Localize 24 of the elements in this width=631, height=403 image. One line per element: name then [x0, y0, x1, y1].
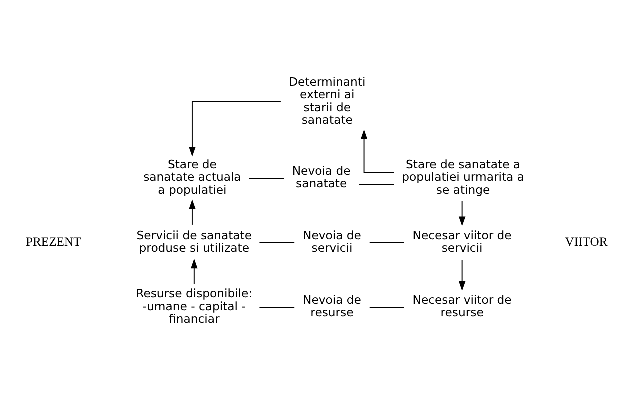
connector	[369, 307, 405, 308]
arrow	[189, 102, 282, 157]
node-text: Servicii de sanatate produse si utilizate	[136, 228, 252, 256]
node-text: Nevoia de resurse	[303, 293, 362, 320]
node-text: Stare de sanatate a populatiei urmarita a se atinge	[402, 158, 524, 197]
connector	[369, 242, 405, 244]
node-text: Resurse disponibile: -umane - capital - financiar	[136, 286, 253, 326]
node-text: Necesar viitor de servicii	[412, 228, 512, 256]
node-text: Nevoia de servicii	[303, 228, 362, 256]
arrow	[458, 260, 466, 292]
node-text: Determinanti externi ai starii de sanatate	[289, 75, 366, 127]
arrow	[458, 200, 466, 226]
connector	[259, 307, 296, 308]
connector	[358, 184, 395, 185]
connector	[248, 178, 285, 180]
node-text: Necesar viitor de resurse	[412, 293, 512, 320]
connector	[259, 242, 296, 244]
node-text: Stare de sanatate actuala a populatiei	[144, 158, 242, 197]
arrow	[191, 258, 198, 285]
label: PREZENT	[26, 235, 82, 250]
arrow	[360, 130, 395, 174]
node-text: Nevoia de sanatate	[292, 164, 351, 191]
arrow	[189, 200, 196, 226]
label: VIITOR	[565, 235, 608, 250]
